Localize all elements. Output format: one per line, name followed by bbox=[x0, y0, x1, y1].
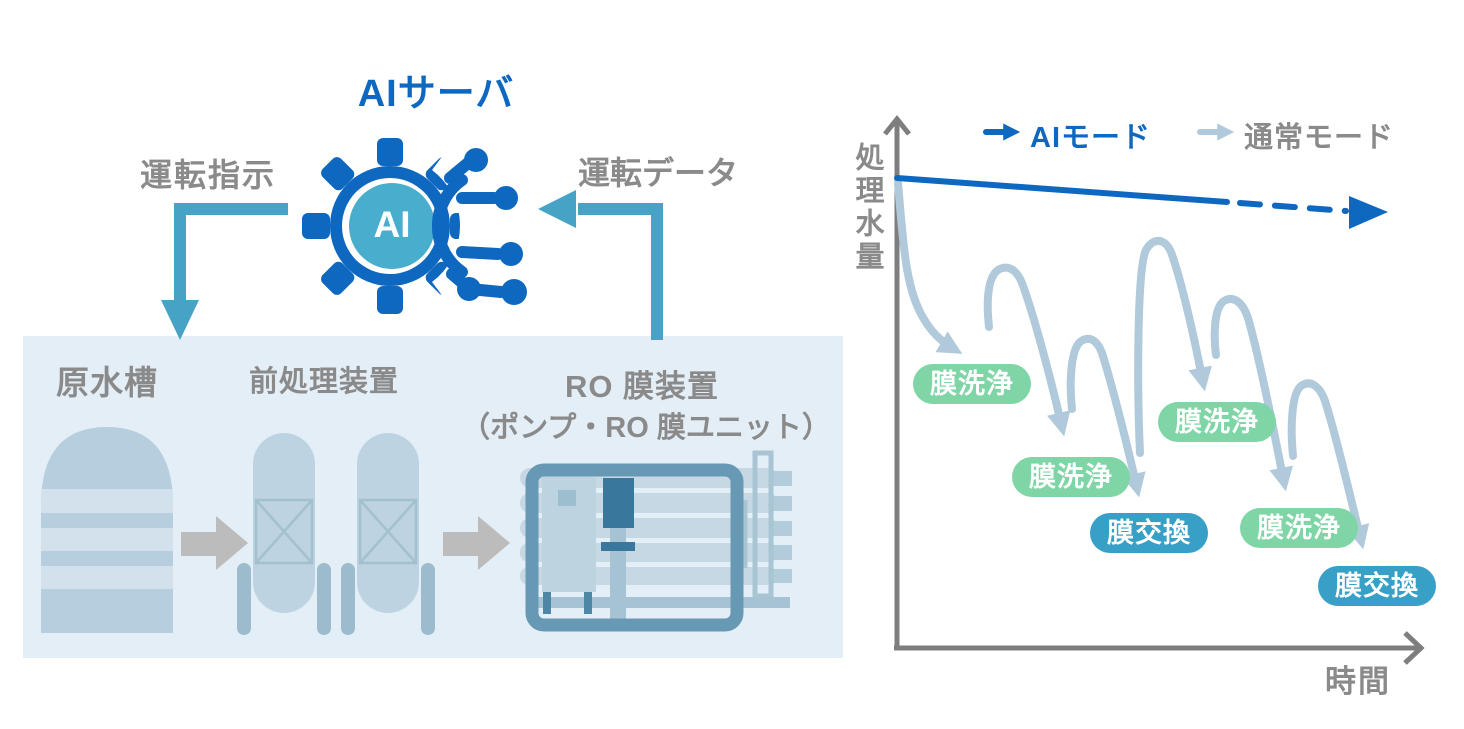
event-badge-membrane-replacement-1: 膜交換 bbox=[1090, 513, 1208, 553]
raw-water-tank-label: 原水槽 bbox=[56, 364, 158, 401]
operation-instruction-arrow bbox=[161, 203, 288, 340]
raw-water-tank-illustration bbox=[41, 427, 173, 633]
ro-unit-subtitle: （ポンプ・RO 膜ユニット） bbox=[461, 412, 831, 444]
ai-icon-label: AI bbox=[373, 204, 411, 245]
chart-y-axis-label: 処理水量 bbox=[851, 142, 883, 274]
legend-normal-mode-label: 通常モード bbox=[1244, 122, 1395, 154]
event-badge-label: 膜交換 bbox=[1335, 571, 1419, 601]
event-badge-label: 膜洗浄 bbox=[1257, 513, 1341, 543]
normal-mode-arc-6 bbox=[1287, 379, 1370, 550]
normal-mode-arc-3 bbox=[1066, 334, 1146, 498]
normal-mode-curve bbox=[894, 179, 1370, 550]
ai-mode-arrowhead bbox=[1349, 196, 1388, 229]
ai-mode-line bbox=[894, 175, 1388, 229]
flow-arrow-1 bbox=[181, 516, 248, 570]
event-badge-label: 膜交換 bbox=[1107, 518, 1191, 548]
event-badge-label: 膜洗浄 bbox=[1029, 462, 1113, 492]
ro-unit-title: RO 膜装置 bbox=[564, 369, 720, 404]
normal-mode-arc-5 bbox=[1210, 295, 1293, 492]
ro-membrane-unit-illustration bbox=[520, 450, 792, 632]
normal-mode-arc-2 bbox=[983, 263, 1071, 437]
operation-data-label: 運転データ bbox=[578, 155, 739, 191]
event-badge-membrane-cleaning-2: 膜洗浄 bbox=[1012, 457, 1130, 497]
event-badge-membrane-cleaning-4: 膜洗浄 bbox=[1240, 508, 1358, 548]
ai-mode-line-solid bbox=[894, 175, 1230, 205]
flow-arrow-2 bbox=[443, 516, 510, 570]
event-badge-label: 膜洗浄 bbox=[1175, 407, 1259, 437]
operation-instruction-label: 運転指示 bbox=[140, 157, 277, 193]
normal-mode-arc-4 bbox=[1134, 236, 1212, 457]
event-badge-membrane-cleaning-1: 膜洗浄 bbox=[913, 364, 1031, 404]
normal-mode-arc-1 bbox=[894, 179, 963, 354]
event-badge-label: 膜洗浄 bbox=[930, 369, 1014, 399]
ai-circuit-traces bbox=[431, 148, 527, 305]
pretreatment-label: 前処理装置 bbox=[248, 366, 399, 398]
operation-data-arrow bbox=[538, 190, 663, 340]
pretreatment-illustration bbox=[237, 433, 435, 635]
ai-mode-line-dashed bbox=[1237, 200, 1349, 214]
event-badge-membrane-cleaning-3: 膜洗浄 bbox=[1158, 402, 1276, 442]
event-badge-membrane-replacement-2: 膜交換 bbox=[1318, 566, 1436, 606]
legend-ai-mode-label: AIモード bbox=[1030, 122, 1152, 154]
ai-gear-icon bbox=[302, 138, 527, 314]
ai-server-title: AIサーバ bbox=[357, 73, 515, 115]
chart-x-axis-label: 時間 bbox=[1325, 664, 1391, 699]
